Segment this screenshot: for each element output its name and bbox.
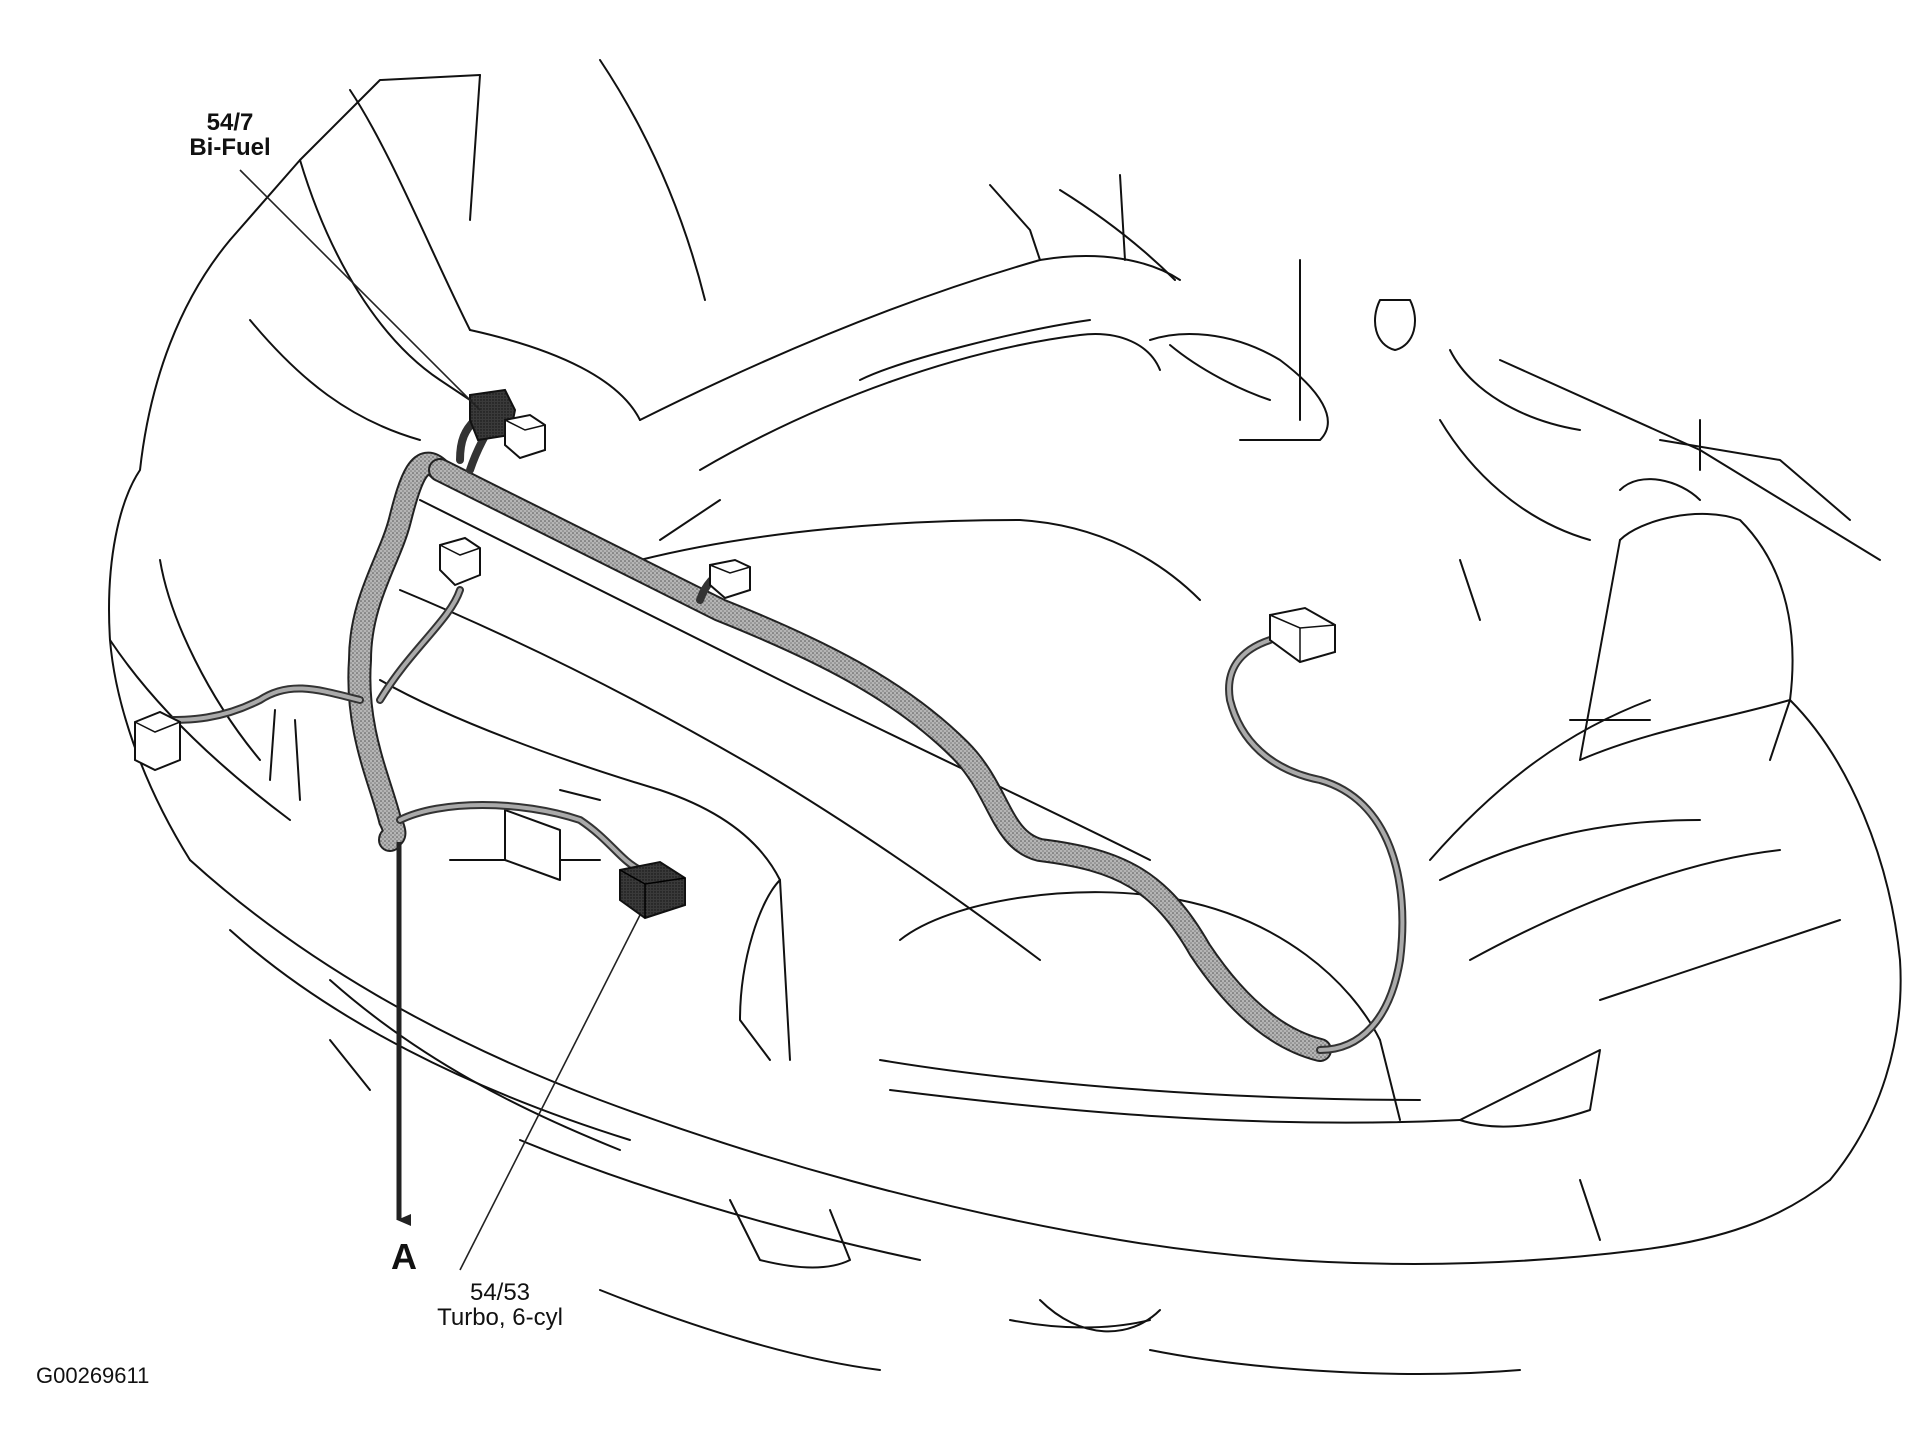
callout-54-7-label: 54/7 Bi-Fuel <box>150 109 310 162</box>
wiring-harness <box>161 406 1407 1062</box>
callout-54-7-desc: Bi-Fuel <box>189 134 271 162</box>
callout-54-53-label: 54/53 Turbo, 6-cyl <box>390 1279 610 1332</box>
vehicle-body-outline <box>108 59 1902 1375</box>
connector-left-outer <box>134 710 181 772</box>
leader-54-53 <box>459 914 641 1271</box>
connector-54-53 <box>619 860 686 920</box>
callout-54-7-code: 54/7 <box>206 109 254 136</box>
connector-center <box>709 558 751 600</box>
connector-left-mid <box>439 536 481 587</box>
connector-right <box>1269 606 1336 664</box>
connector-54-7 <box>469 388 517 442</box>
callout-54-53-desc: Turbo, 6-cyl <box>437 1304 563 1332</box>
connector-upper-white <box>504 413 546 460</box>
figure-id: G00269611 <box>36 1363 150 1388</box>
leader-54-7 <box>239 169 481 411</box>
callout-54-53-code: 54/53 <box>469 1279 531 1306</box>
view-arrow-a-label: A <box>391 1236 417 1277</box>
